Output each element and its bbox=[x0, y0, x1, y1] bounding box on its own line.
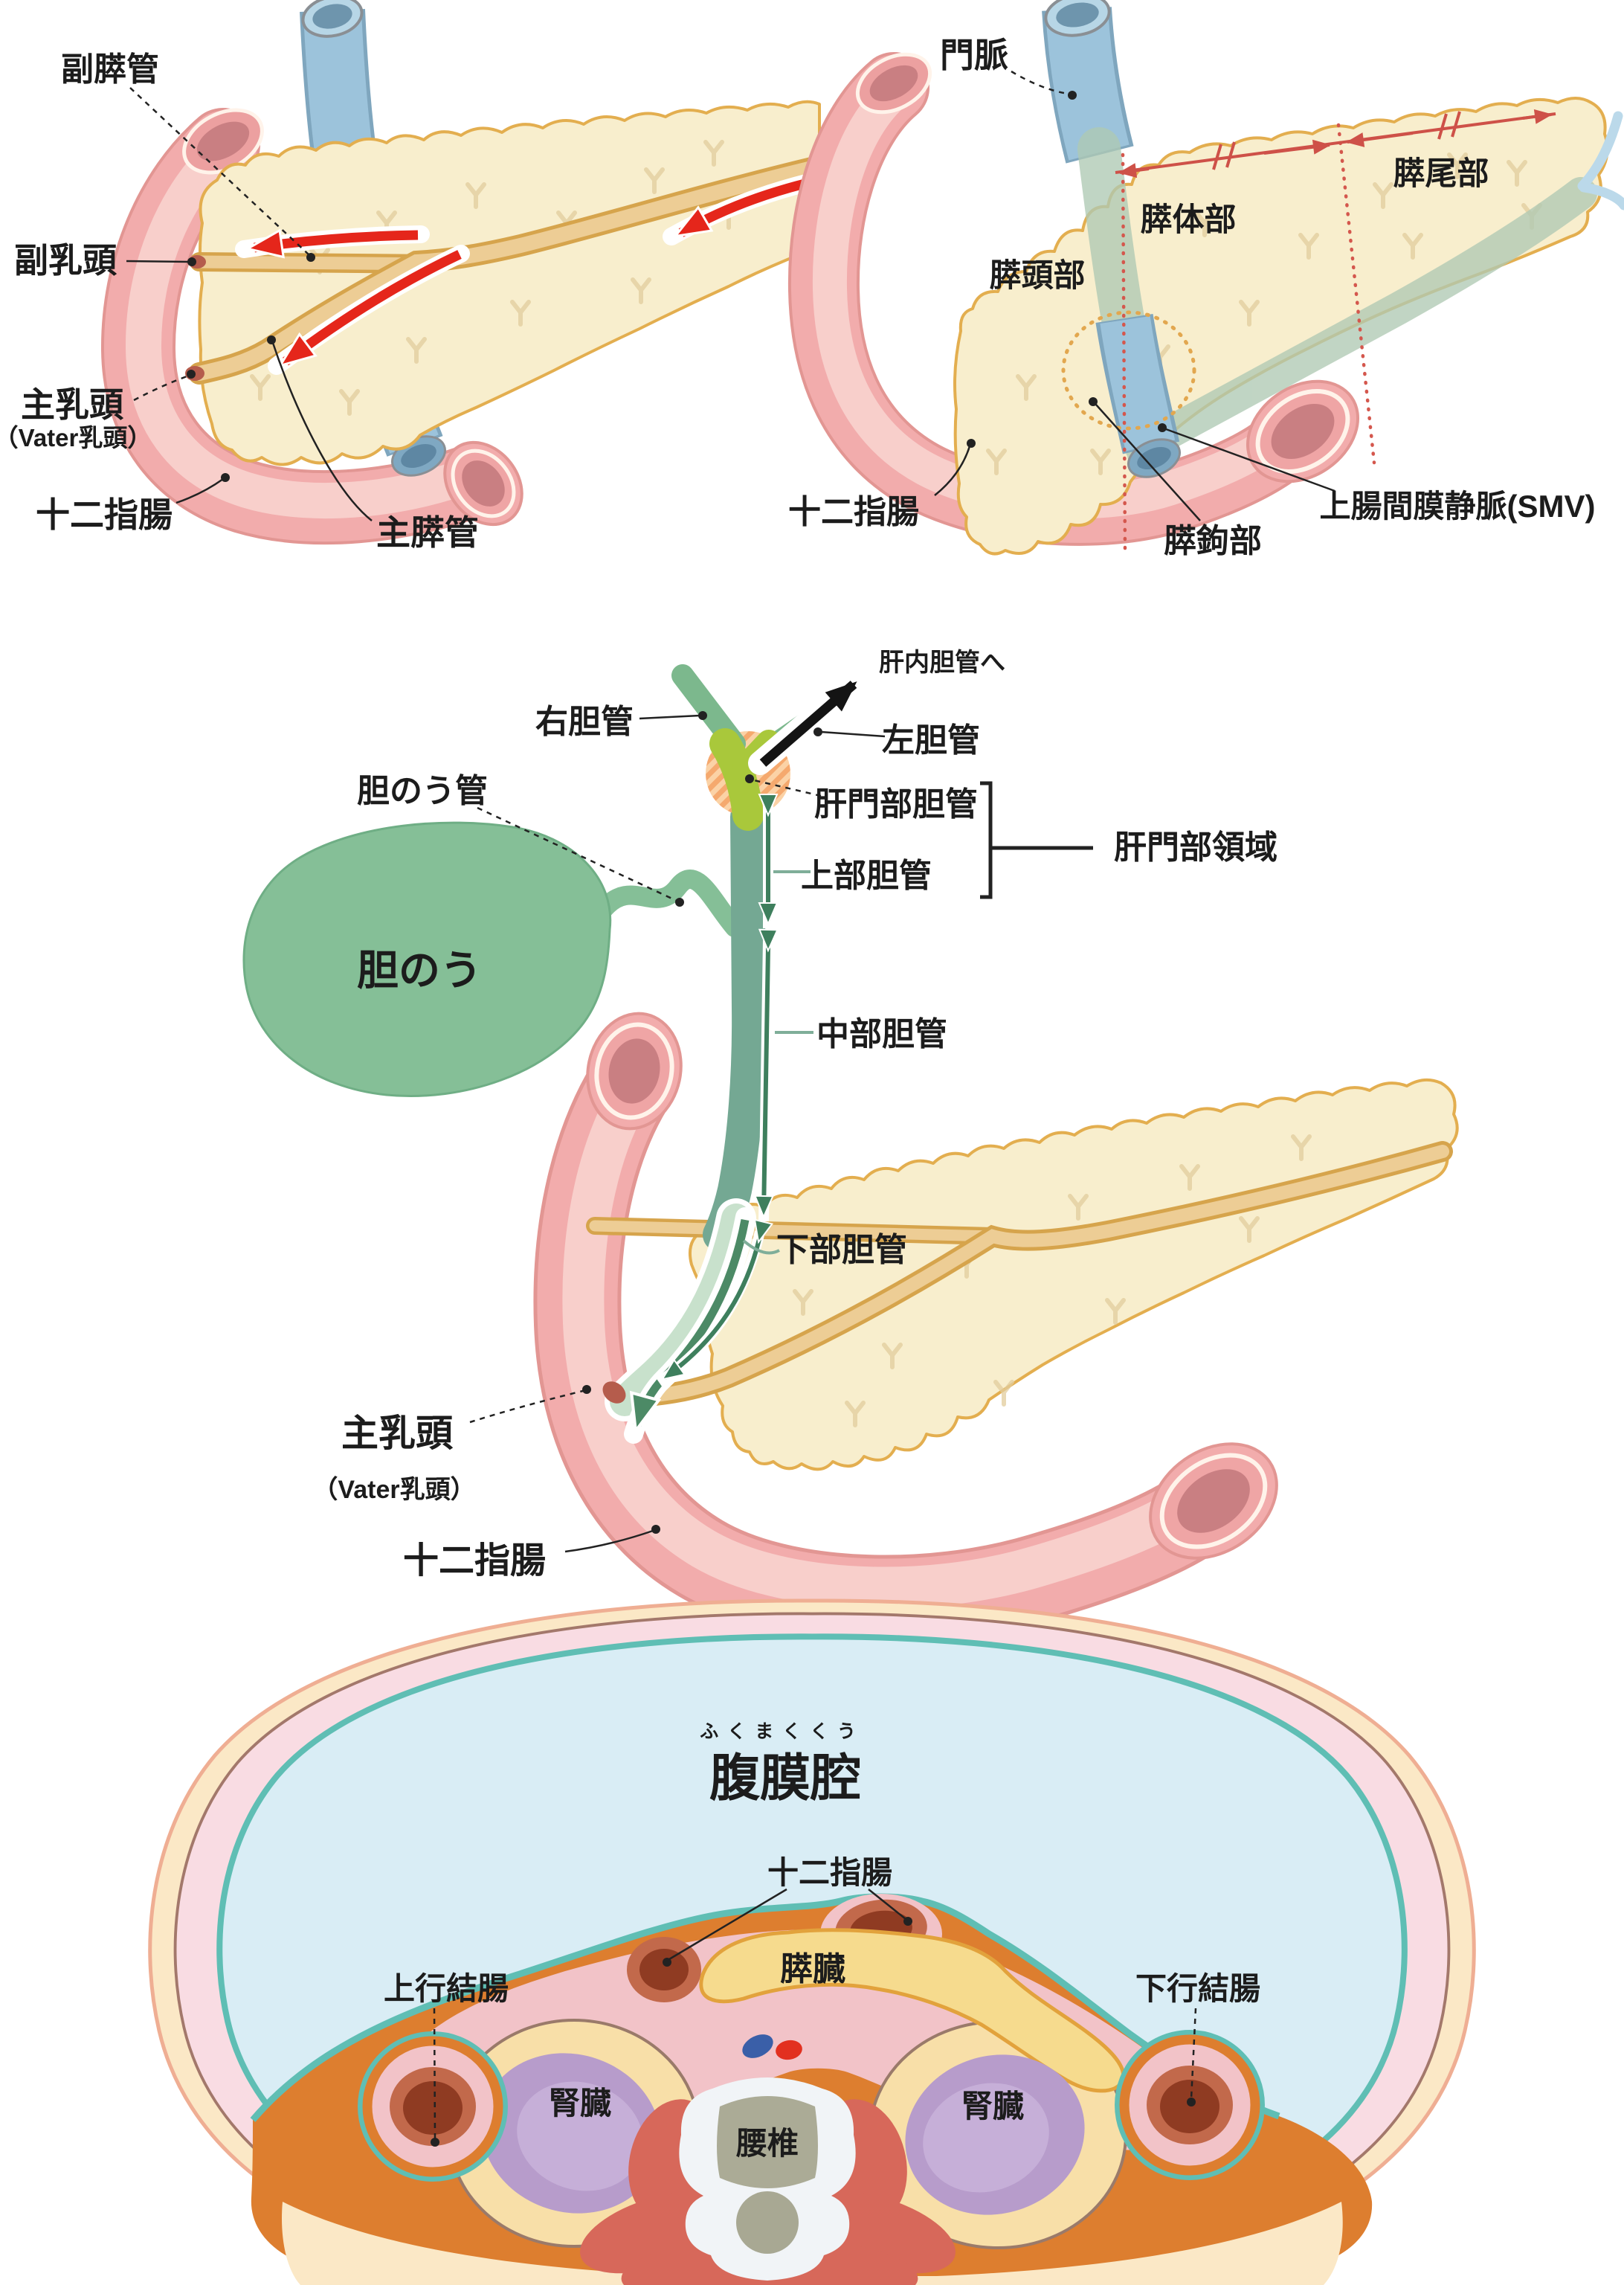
label-descending-colon: 下行結腸 bbox=[1135, 1971, 1260, 2006]
label-kidney-right: 腎臓 bbox=[961, 2089, 1024, 2124]
intrahepatic-arrow bbox=[748, 663, 874, 775]
label-pancreas-tail: 膵尾部 bbox=[1393, 156, 1489, 192]
label-uncinate: 膵鉤部 bbox=[1164, 523, 1262, 559]
duct-segment-arrows bbox=[656, 794, 779, 1386]
label-cystic-duct: 胆のう管 bbox=[357, 773, 488, 809]
leader-portal-vein bbox=[1011, 70, 1069, 95]
vertebra-shape bbox=[679, 2077, 856, 2281]
kidney-left-shape bbox=[481, 2053, 661, 2214]
leader-major-papilla bbox=[133, 374, 190, 402]
hepatic-ducts-shape bbox=[671, 664, 835, 831]
ivc-shape bbox=[742, 2034, 773, 2058]
label-major-papilla-p3: 主乳頭 bbox=[341, 1413, 454, 1454]
kidney-right-shape bbox=[905, 2054, 1085, 2215]
leader-descending-colon bbox=[1190, 2008, 1197, 2100]
leader-duodenum-p4-right bbox=[868, 1889, 906, 1920]
leader-duodenum-p2 bbox=[934, 446, 971, 496]
label-duodenum-p2: 十二指腸 bbox=[788, 494, 919, 530]
label-hilar-bile-duct: 肝門部胆管 bbox=[814, 786, 978, 823]
splenic-vessel-twigs bbox=[1577, 111, 1624, 210]
label-portal-vein: 門脈 bbox=[940, 36, 1008, 74]
label-gallbladder: 胆のう bbox=[357, 947, 482, 994]
label-minor-papilla: 副乳頭 bbox=[14, 241, 117, 280]
duodenum-shape bbox=[100, 108, 502, 545]
leader-duodenum-p1 bbox=[175, 478, 224, 504]
label-lower-bile-duct: 下部胆管 bbox=[776, 1232, 907, 1268]
label-left-bile-duct: 左胆管 bbox=[882, 722, 980, 759]
duodenum-disc-left bbox=[627, 1937, 701, 2002]
leader-uncinate bbox=[1095, 404, 1201, 521]
label-vertebra: 腰椎 bbox=[735, 2126, 799, 2161]
tick-lower-duct bbox=[742, 1239, 780, 1255]
smv-tube-shape bbox=[1095, 313, 1181, 478]
duodenum-shape-p2 bbox=[787, 52, 1360, 546]
gallbladder-shape bbox=[242, 821, 744, 1098]
label-major-papilla: 主乳頭 bbox=[21, 385, 124, 424]
label-duodenum-p1: 十二指腸 bbox=[36, 495, 173, 534]
flow-arrows-red bbox=[235, 173, 818, 375]
peritoneum-line bbox=[250, 1893, 1280, 2122]
panel-cross-section: ふくまくくう 腹膜腔 十二指腸 膵臓 上行結腸 下行結腸 腎臓 腎臓 腰椎 bbox=[148, 1598, 1476, 2285]
label-duodenum-p3: 十二指腸 bbox=[403, 1541, 546, 1581]
leader-left-duct bbox=[820, 730, 886, 738]
ascending-colon-shape bbox=[358, 2031, 508, 2182]
leader-minor-papilla bbox=[126, 260, 191, 263]
pancreas-shape-p3 bbox=[688, 1078, 1459, 1471]
label-pancreas-body: 膵体部 bbox=[1141, 202, 1237, 238]
leader-smv bbox=[1165, 428, 1335, 492]
label-to-intrahepatic: 肝内胆管へ bbox=[879, 649, 1005, 677]
leader-duodenum-p4-left bbox=[668, 1888, 787, 1961]
leader-right-duct bbox=[639, 714, 700, 720]
label-pancreas-head: 膵頭部 bbox=[990, 258, 1086, 294]
aorta-shape bbox=[776, 2040, 802, 2060]
label-main-pancreatic-duct: 主膵管 bbox=[376, 513, 479, 552]
duodenum-shape-p3 bbox=[533, 1012, 1278, 1643]
label-middle-bile-duct: 中部胆管 bbox=[816, 1016, 947, 1052]
label-pancreas-p4: 膵臓 bbox=[780, 1951, 845, 1987]
label-major-papilla-sub-p3: （Vater乳頭） bbox=[312, 1475, 475, 1504]
posterior-body-wall bbox=[282, 2202, 1343, 2285]
portal-vein-shape bbox=[300, 0, 377, 162]
major-papilla-shape-p3 bbox=[602, 1381, 626, 1404]
label-hilar-region: 肝門部領域 bbox=[1114, 829, 1277, 866]
leader-main-duct bbox=[271, 342, 373, 521]
pancreas-shape bbox=[198, 100, 821, 466]
label-upper-bile-duct: 上部胆管 bbox=[801, 858, 932, 894]
leader-duodenum-p3 bbox=[564, 1529, 654, 1553]
uncinate-outline bbox=[1061, 310, 1196, 431]
leader-major-papilla-p3 bbox=[469, 1389, 584, 1424]
panel-bile-duct: 右胆管 肝内胆管へ 左胆管 胆のう管 肝門部胆管 肝門部領域 上部胆管 胆のう … bbox=[242, 649, 1459, 1643]
label-major-papilla-sub: （Vater乳頭） bbox=[0, 424, 152, 451]
label-right-bile-duct: 右胆管 bbox=[535, 704, 634, 740]
measure-line bbox=[1115, 109, 1556, 179]
hilar-region-bracket bbox=[980, 781, 1093, 899]
label-smv: 上腸間膜静脈(SMV) bbox=[1320, 489, 1596, 524]
label-peritoneal-cavity: 腹膜腔 bbox=[709, 1750, 861, 1807]
label-ascending-colon: 上行結腸 bbox=[384, 1971, 509, 2006]
region-boundaries bbox=[1121, 123, 1376, 554]
label-cavity-furigana: ふくまくくう bbox=[700, 1721, 865, 1742]
panel-pancreatic-ducts: 副膵管 副乳頭 主乳頭 （Vater乳頭） 十二指腸 主膵管 bbox=[0, 0, 826, 552]
leader-ascending-colon bbox=[433, 2008, 436, 2140]
leader-hilar-duct bbox=[753, 779, 822, 797]
label-duodenum-p4: 十二指腸 bbox=[767, 1855, 892, 1890]
panel-pancreas-regions: 門脈 膵尾部 膵体部 膵頭部 十二指腸 膵鉤部 上腸間膜静脈(SMV) bbox=[787, 0, 1624, 559]
label-kidney-left: 腎臓 bbox=[549, 2086, 611, 2121]
duodenum-cut-end bbox=[443, 440, 523, 527]
label-accessory-pancreatic-duct: 副膵管 bbox=[61, 51, 159, 88]
